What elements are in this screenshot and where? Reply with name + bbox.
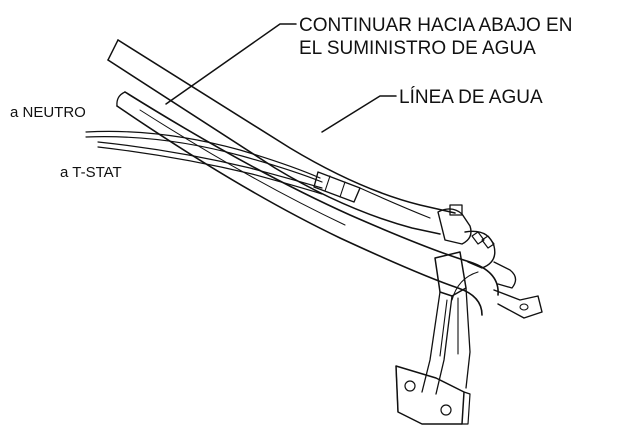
callout-continue-line1: CONTINUAR HACIA ABAJO EN [299, 15, 572, 36]
callout-water-line: LÍNEA DE AGUA [399, 87, 543, 108]
supply-tube [107, 39, 456, 235]
mounting-bracket [395, 251, 479, 425]
terminal-tab [493, 289, 543, 319]
valve-assembly [437, 204, 517, 289]
callout-continue-line2: EL SUMINISTRO DE AGUA [299, 38, 536, 59]
wires [85, 130, 323, 195]
leader-lines [165, 23, 397, 133]
label-tstat: a T-STAT [60, 164, 122, 181]
water-line-tube [116, 91, 499, 316]
wire-splice-sleeve [313, 171, 431, 219]
label-neutral: a NEUTRO [10, 104, 86, 121]
